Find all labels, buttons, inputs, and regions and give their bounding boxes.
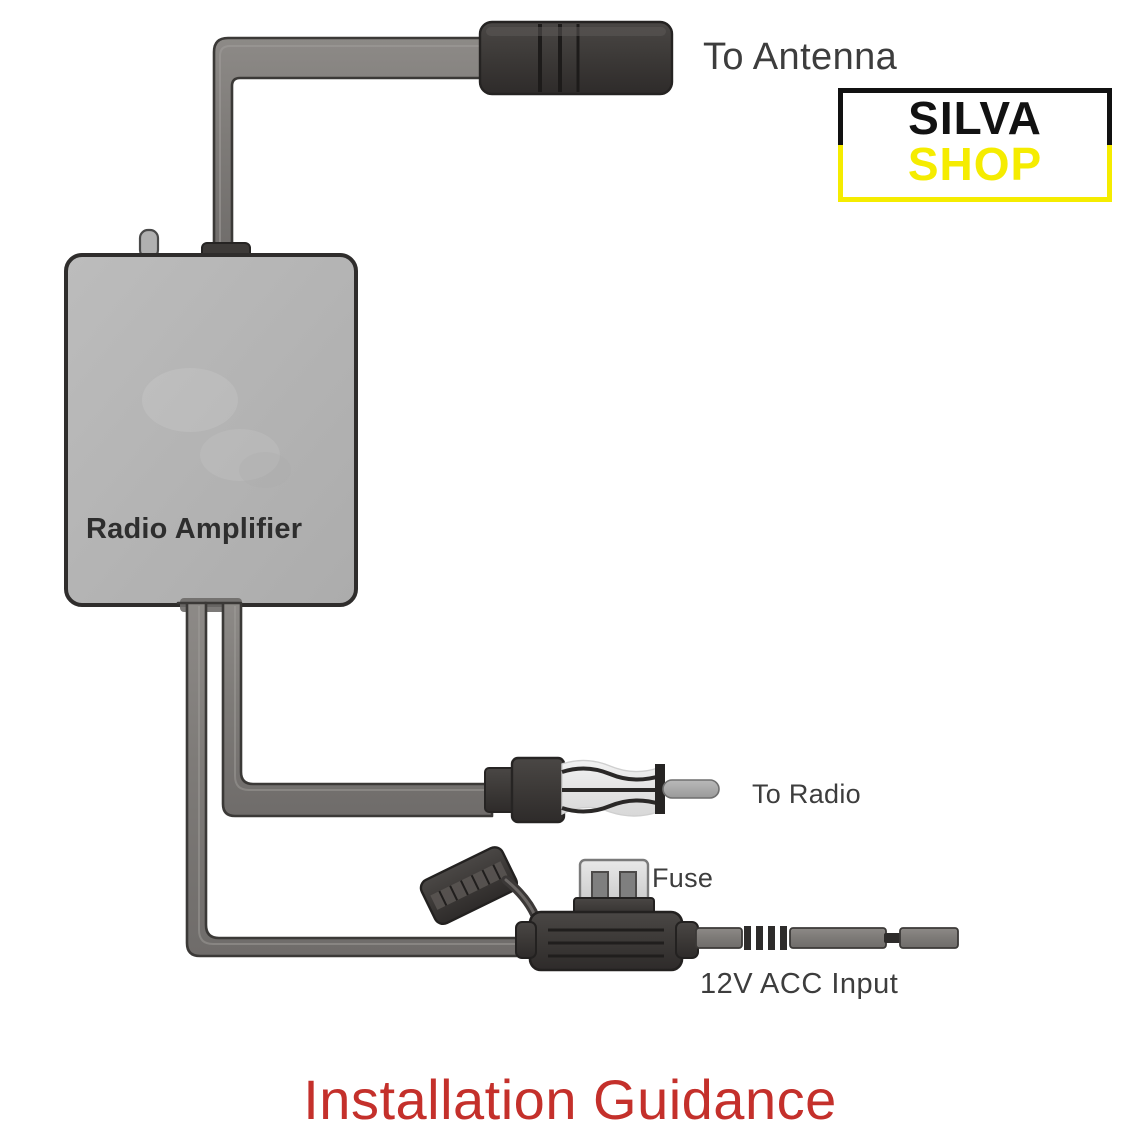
logo-text-silva: SILVA	[908, 92, 1042, 144]
caption-installation-guidance: Installation Guidance	[303, 1068, 837, 1131]
logo-text-shop: SHOP	[907, 138, 1043, 190]
fuse-cap	[419, 846, 541, 926]
label-power-input: 12V ACC Input	[700, 968, 899, 1000]
label-to-radio: To Radio	[752, 779, 861, 809]
brand-logo: SILVA SHOP	[838, 88, 1112, 202]
power-lead-wire	[695, 926, 959, 950]
logo-frame-top	[838, 88, 1112, 145]
label-to-antenna: To Antenna	[703, 36, 898, 78]
label-fuse: Fuse	[652, 863, 714, 893]
radio-amplifier-body	[64, 228, 358, 612]
label-radio-amplifier: Radio Amplifier	[86, 513, 303, 545]
antenna-connector	[478, 20, 674, 96]
radio-cable	[203, 601, 494, 818]
antenna-cable	[212, 36, 502, 260]
fuse-holder	[515, 897, 699, 972]
radio-connector	[484, 756, 720, 824]
logo-frame-bottom	[838, 145, 1112, 202]
